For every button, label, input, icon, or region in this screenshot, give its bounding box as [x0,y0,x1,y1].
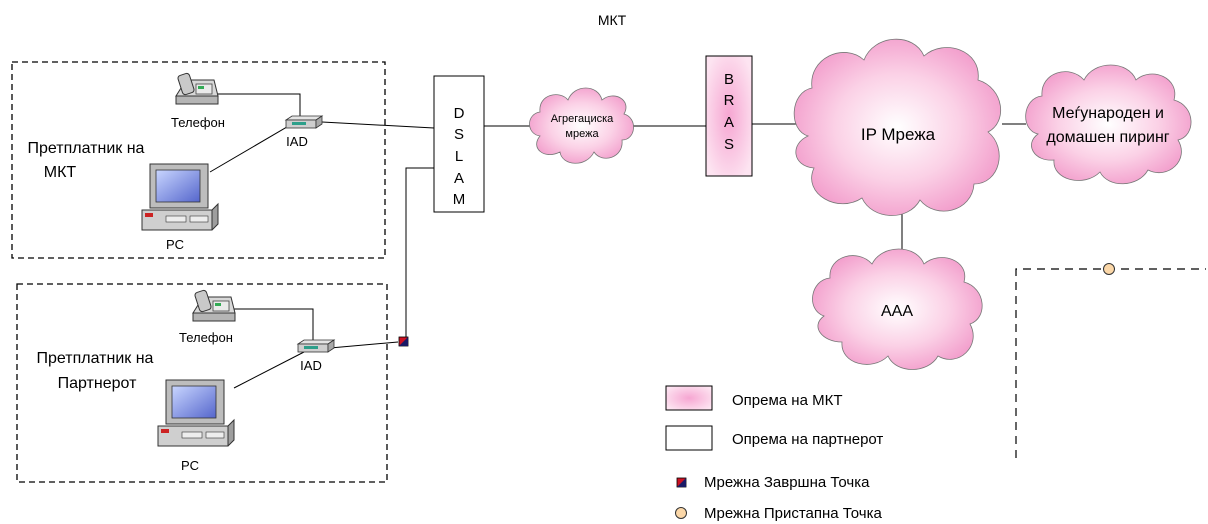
bottom-subscriber-box [16,283,388,483]
top-pc-icon [141,163,219,231]
aaa-label: AAA [881,303,913,320]
bottom-telephone-label: Телефон [179,330,233,345]
peering-label-line2: домашен пиринг [1046,129,1169,146]
legend-termination-point-icon [676,477,687,488]
peering-cloud [1025,64,1192,185]
legend-access-point-label: Мрежна Пристапна Точка [704,505,883,522]
network-termination-point-marker [398,336,409,347]
bras-letter: S [724,136,734,153]
top-subscriber-box [11,61,386,259]
legend-partner-equipment-label: Опрема на партнерот [732,431,883,448]
bottom-subscriber-label-line2: Партнерот [58,375,137,392]
aggregation-network-label-line2: мрежа [565,128,599,140]
legend-partner-equipment-swatch [665,425,713,451]
dslam-label: D S L A M [453,105,466,208]
dslam-letter: D [454,105,465,122]
dslam-letter: A [454,170,464,187]
top-subscriber-label-line2: МКТ [44,164,77,181]
top-iad-icon [284,115,324,129]
dslam-letter: M [453,191,466,208]
bras-letter: B [724,71,734,88]
legend-mkt-equipment-swatch [665,385,713,411]
bottom-iad-label: IAD [300,358,322,373]
access-boundary-line [1015,268,1206,458]
bras-label: B R A S [724,71,735,153]
ip-network-cloud [793,38,1002,216]
bottom-telephone-icon [192,289,236,322]
top-subscriber-label-line1: Претплатник на [28,140,145,157]
dslam-box [433,75,485,213]
aggregation-network-cloud [529,87,634,164]
aaa-cloud [812,248,983,370]
aggregation-network-label-line1: Агрегациска [551,113,614,125]
legend-termination-point-label: Мрежна Завршна Точка [704,474,870,491]
ip-network-label: IP Мрежа [861,125,936,144]
legend-mkt-equipment-label: Опрема на МКТ [732,392,843,409]
bottom-iad-icon [296,339,336,353]
diagram-title: МКТ [598,12,627,28]
network-access-point-marker [1103,263,1115,275]
top-iad-label: IAD [286,134,308,149]
bottom-subscriber-label-line1: Претплатник на [37,350,154,367]
top-telephone-icon [175,72,219,105]
bottom-pc-label: PC [181,458,199,473]
bottom-pc-icon [157,379,235,447]
bras-letter: A [724,114,734,131]
bras-letter: R [724,92,735,109]
top-pc-label: PC [166,237,184,252]
bras-box [705,55,753,177]
dslam-letter: L [455,148,463,165]
legend-access-point-icon [675,507,687,519]
dslam-letter: S [454,126,464,143]
peering-label-line1: Меѓународен и [1052,105,1164,122]
top-telephone-label: Телефон [171,115,225,130]
